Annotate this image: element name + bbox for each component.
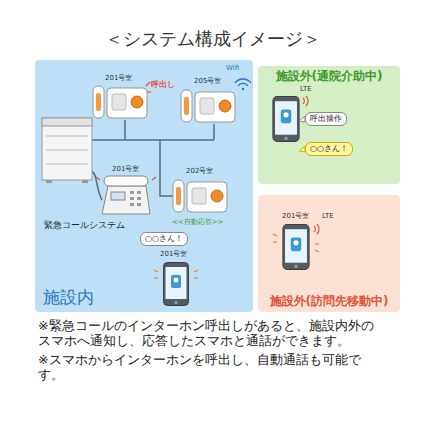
desk-phone	[96, 176, 156, 214]
room-number: 201号室	[160, 250, 187, 258]
note-text: ※緊急コールのインターホン呼出しがあると、施設内外の スマホへ通知し、応答したス…	[38, 318, 386, 349]
intercom-units	[93, 86, 235, 212]
speech-bubble: ○○さん！	[140, 232, 188, 246]
room-number: 202号室	[186, 167, 213, 175]
note-text: ※スマホからインターホンを呼出し、自動通話も可能です。	[38, 352, 386, 383]
smartphone-hospital	[273, 96, 308, 152]
room-number: 201号室	[112, 165, 139, 173]
speech-bubble: ○○さん！	[305, 142, 353, 156]
room-number: 201号室	[105, 74, 132, 82]
smartphone-visit	[273, 224, 319, 269]
region-heading: 施設内	[43, 287, 94, 308]
bubble-text: ○○さん！	[310, 144, 348, 154]
call-signal	[146, 82, 151, 92]
server-cabinet	[42, 118, 92, 183]
lte-label: LTE	[322, 212, 334, 220]
region-heading: 施設外(通院介助中)	[258, 69, 400, 84]
wifi-symbol	[235, 79, 251, 90]
bubble-text: ○○さん！	[145, 234, 183, 244]
smartphone-inside	[154, 263, 198, 306]
call-label: 呼出し	[151, 80, 175, 90]
room-number: 205号室	[194, 77, 221, 85]
diagram-title: ＜システム構成イメージ＞	[0, 28, 425, 50]
system-label: 緊急コールシステム	[44, 220, 125, 231]
auto-answer-label: <<自動応答>>	[172, 218, 223, 226]
speech-bubble: 呼出操作	[305, 112, 347, 126]
lte-label: LTE	[300, 85, 312, 93]
room-number: 201号室	[282, 212, 309, 220]
region-heading: 施設外(訪問先移動中)	[258, 294, 400, 309]
bubble-text: 呼出操作	[310, 114, 342, 124]
wifi-label: Wifi	[226, 64, 239, 72]
